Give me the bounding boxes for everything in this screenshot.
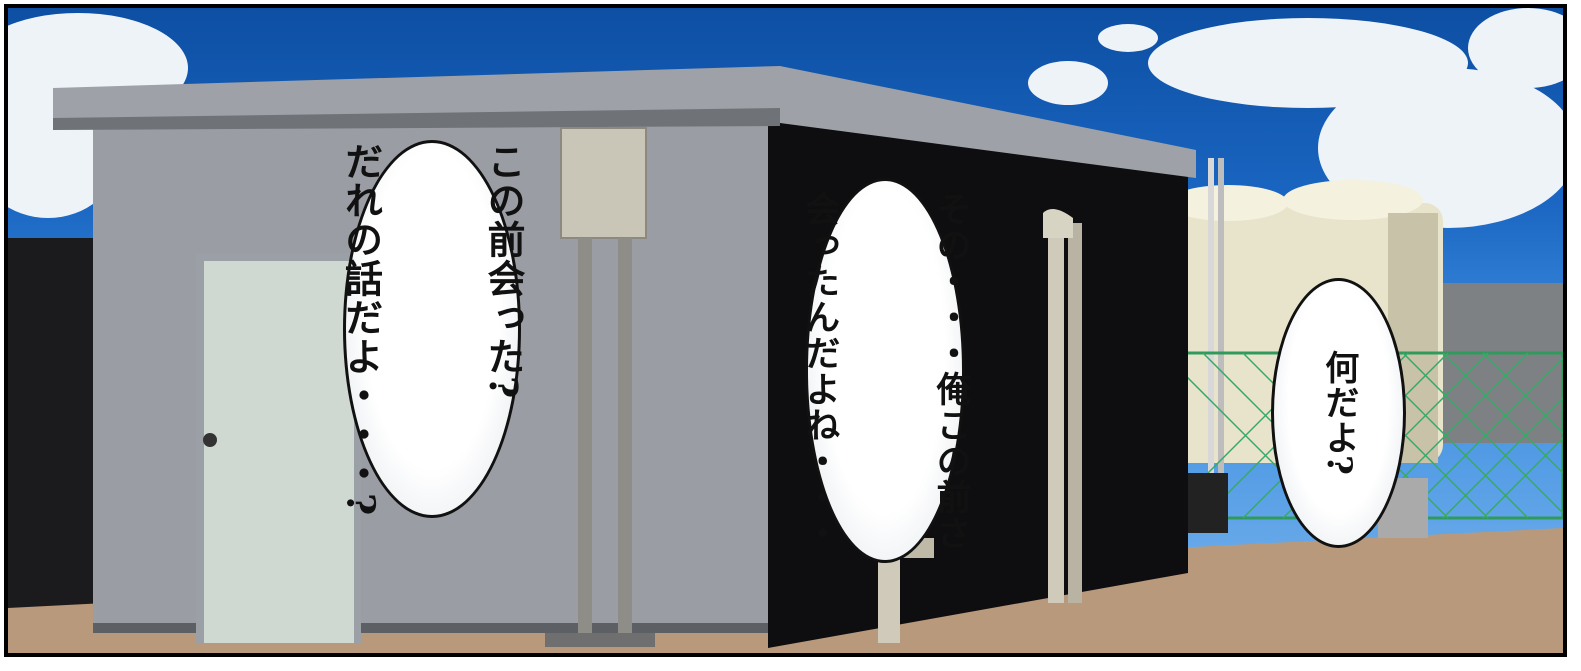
speech-bubble-line: 会ったんだよね・・・ [799,190,841,551]
back-wall [1438,283,1563,443]
electric-box [545,127,655,647]
speech-bubble-2-text: その・・・俺この前さ 会ったんだよね・・・ [710,191,1060,551]
speech-bubble-line: この前会った? [481,141,526,400]
speech-bubble-2: その・・・俺この前さ 会ったんだよね・・・ [799,178,972,563]
clouds [8,8,1563,228]
speech-bubble-1-text: この前会った? だれの話だよ・・・? [242,142,622,516]
speech-bubble-line: その・・・俺この前さ [930,190,972,551]
speech-bubble-line: だれの話だよ・・・? [338,141,384,517]
comic-panel: この前会った? だれの話だよ・・・? その・・・俺この前さ 会ったんだよね・・・… [4,4,1567,657]
side-pipes [834,209,1082,643]
left-wall [8,238,98,618]
speech-bubble-1: この前会った? だれの話だよ・・・? [339,140,526,518]
shed-door [196,253,361,643]
speech-bubble-line: 何だよ? [1318,350,1359,476]
door-knob-icon [203,433,217,447]
speech-bubble-3-text: 何だよ? [1232,350,1445,476]
speech-bubble-3: 何だよ? [1271,278,1406,548]
